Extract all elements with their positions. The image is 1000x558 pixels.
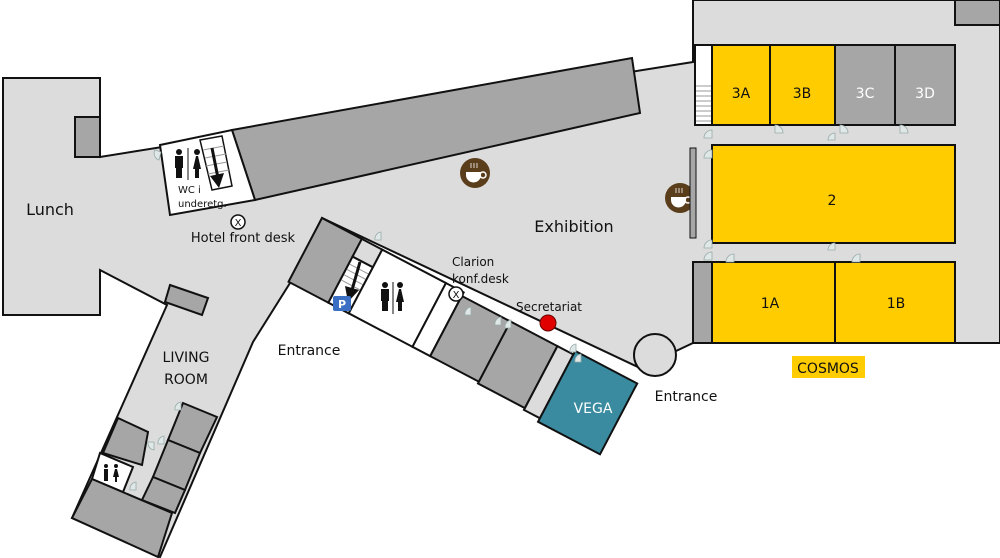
wc-downstairs-label-2: underetg. [178,199,227,210]
living-wing-room [140,475,187,515]
clarion-label-2: konf.desk [452,272,509,286]
room-3a[interactable] [711,44,771,126]
coffee-icon [460,158,490,188]
door-icons [129,124,909,491]
wall-partition [689,147,697,239]
parking-label: P [338,298,346,311]
room-2[interactable] [711,144,956,244]
parking-icon[interactable]: P [333,296,351,311]
secretariat-marker-icon[interactable] [539,314,557,332]
room-3d[interactable] [894,44,956,126]
clarion-desk-x-icon[interactable]: X [448,286,464,302]
living-room-label-1: LIVING [163,350,210,366]
living-room-box [163,283,210,317]
exhibition-label: Exhibition [534,217,613,236]
room-3c-label: 3C [856,86,875,102]
wc-icon [104,464,119,482]
room-2-label: 2 [828,193,837,209]
cosmos-label-bg [792,356,865,378]
room-3a-label: 3A [732,86,751,102]
entrance-left-label: Entrance [278,343,341,359]
entrance-revolving-door-icon[interactable] [633,333,677,377]
cosmos-gray-strip [692,261,713,344]
svg-text:X: X [453,290,460,301]
clarion-label-1: Clarion [452,255,494,269]
room-1b-label: 1B [887,296,906,312]
hotel-front-desk-x-icon[interactable]: X [230,214,246,230]
living-room-label-2: ROOM [164,372,208,388]
room-1b[interactable] [834,261,956,344]
vega-label: VEGA [574,401,613,417]
stairs-down-icon [199,135,233,191]
wc-icon [175,148,201,180]
wc-icon [381,282,404,314]
central-room-block [287,216,639,456]
cosmos-storage [954,0,1000,26]
room-3b-label: 3B [793,86,812,102]
hotel-front-desk-label: Hotel front desk [191,231,296,246]
living-wing-room [101,416,150,467]
svg-text:X: X [235,218,242,229]
stairs-icon [696,85,711,122]
room-3b[interactable] [769,44,836,126]
wc-downstairs-label-1: WC i [178,185,201,196]
vega-room[interactable] [536,349,639,456]
room-3c[interactable] [834,44,896,126]
secretariat-label: Secretariat [516,300,582,314]
cosmos-label: COSMOS [797,361,859,377]
cosmos-stair-strip [694,44,713,126]
room-1a-label: 1A [761,296,780,312]
entrance-right-label: Entrance [655,389,718,405]
lunch-label: Lunch [26,200,74,219]
room-3d-label: 3D [915,86,935,102]
lunch-storage [74,116,101,158]
